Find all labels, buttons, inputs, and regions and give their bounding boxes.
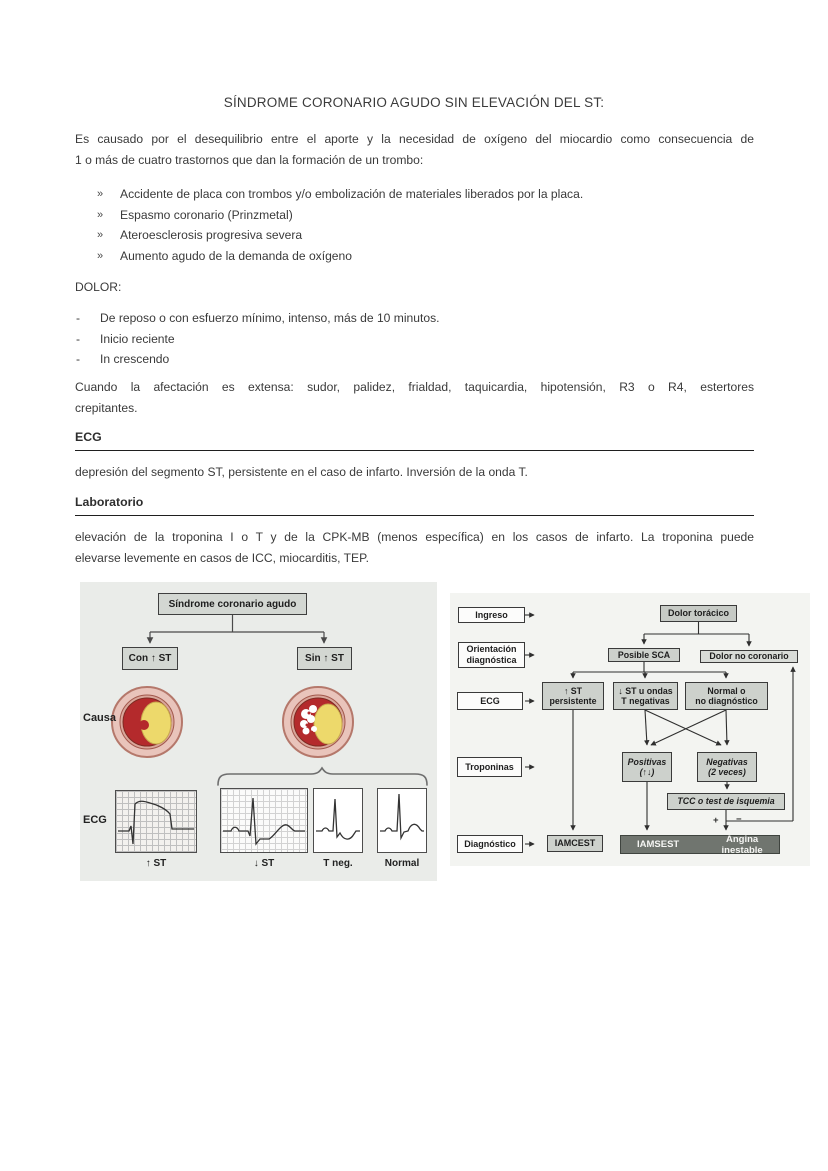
list-item-text: Ateroesclerosis progresiva severa	[120, 228, 303, 243]
laboratorio-paragraph: elevación de la troponina I o T y de la …	[75, 527, 754, 568]
node-troponinas-positivas: Positivas (↑↓)	[622, 752, 672, 782]
intro-paragraph: Es causado por el desequilibrio entre el…	[75, 129, 754, 170]
node-iamcest: IAMCEST	[547, 835, 603, 852]
node-dolor-no-coronario: Dolor no coronario	[700, 650, 798, 663]
afectacion-line-1: Cuando la afectación es extensa: sudor, …	[75, 380, 754, 394]
node-con-st: Con ↑ ST	[122, 647, 178, 670]
list-item: » Aumento agudo de la demanda de oxígeno	[75, 246, 754, 267]
ecg-strip-t-negative	[313, 788, 363, 853]
figure-right-connectors	[525, 612, 796, 847]
page-title: SÍNDROME CORONARIO AGUDO SIN ELEVACIÓN D…	[223, 95, 605, 110]
artery-cross-section-left	[111, 686, 183, 758]
figure-sca-classification: Síndrome coronario agudo Con ↑ ST Sin ↑ …	[80, 582, 437, 881]
node-iamsest-angina: IAMSEST Angina inestable	[620, 833, 780, 856]
node-sin-st: Sin ↑ ST	[297, 647, 352, 670]
ecg-strip-label: T neg.	[323, 858, 353, 869]
node-posible-sca: Posible SCA	[608, 648, 680, 662]
ecg-strip-normal	[377, 788, 427, 853]
list-item-text: Inicio reciente	[100, 331, 175, 346]
ecg-heading-text: ECG	[75, 430, 102, 444]
brace	[217, 766, 428, 786]
node-st-persistente: ↑ ST persistente	[542, 682, 604, 710]
laboratorio-line-1: elevación de la troponina I o T y de la …	[75, 530, 754, 544]
list-item-text: Aumento agudo de la demanda de oxígeno	[120, 248, 352, 263]
laboratorio-section-heading: Laboratorio	[75, 494, 754, 516]
list-item: - In crescendo	[75, 349, 754, 370]
intro-line-2: 1 o más de cuatro trastornos que dan la …	[75, 152, 424, 167]
node-troponinas-negativas: Negativas (2 veces)	[697, 752, 757, 782]
list-item-text: Espasmo coronario (Prinzmetal)	[120, 207, 293, 222]
intro-line-1: Es causado por el desequilibrio entre el…	[75, 132, 754, 146]
cause-bullet-list: » Accidente de placa con trombos y/o embo…	[75, 184, 754, 266]
node-sindrome-coronario-agudo: Síndrome coronario agudo	[158, 593, 307, 615]
ecg-waveform	[223, 797, 305, 846]
list-item: - Inicio reciente	[75, 329, 754, 350]
dash-marker-icon: -	[76, 352, 81, 367]
algorithm-connector-lines	[525, 612, 796, 847]
dash-marker-icon: -	[76, 331, 81, 346]
laboratorio-heading-text: Laboratorio	[75, 495, 144, 509]
artery-cross-section-right	[282, 686, 354, 758]
ecg-paragraph: depresión del segmento ST, persistente e…	[75, 465, 528, 479]
afectacion-paragraph: Cuando la afectación es extensa: sudor, …	[75, 377, 754, 418]
row-label-ingreso: Ingreso	[458, 607, 525, 623]
ecg-strip-label: ↑ ST	[145, 858, 167, 869]
ecg-strip-label: Normal	[384, 858, 420, 869]
bullet-marker-icon: »	[97, 208, 104, 221]
ecg-strip-label: ↓ ST	[253, 858, 275, 869]
ecg-waveform	[118, 800, 194, 845]
tree-connector-lines	[146, 615, 328, 644]
ecg-row-label: ECG	[83, 814, 107, 826]
row-label-troponinas: Troponinas	[457, 757, 522, 777]
list-item: - De reposo o con esfuerzo mínimo, intens…	[75, 308, 754, 329]
row-label-orientacion-diagnostica: Orientación diagnóstica	[458, 642, 525, 668]
node-normal-no-diagnostico: Normal o no diagnóstico	[685, 682, 768, 710]
afectacion-line-2: crepitantes.	[75, 400, 138, 415]
row-label-diagnostico: Diagnóstico	[457, 835, 523, 853]
list-item-text: Accidente de placa con trombos y/o embol…	[120, 187, 584, 201]
bullet-marker-icon: »	[97, 229, 104, 242]
list-item: » Ateroesclerosis progresiva severa	[75, 225, 754, 246]
figure-left-connectors	[111, 615, 428, 786]
list-item-text: In crescendo	[100, 352, 170, 367]
node-st-ondas-t-negativas: ↓ ST u ondas T negativas	[613, 682, 678, 710]
laboratorio-line-2: elevarse levemente en casos de ICC, mioc…	[75, 550, 369, 565]
ecg-strip-st-elevation	[115, 790, 197, 853]
list-item: » Espasmo coronario (Prinzmetal)	[75, 205, 754, 226]
bullet-marker-icon: »	[97, 188, 104, 200]
list-item-text: De reposo o con esfuerzo mínimo, intenso…	[100, 311, 440, 325]
ecg-strip-st-depression	[220, 788, 308, 853]
figure-sca-algorithm: Ingreso Orientación diagnóstica ECG Trop…	[450, 593, 810, 866]
ecg-waveform	[316, 798, 360, 840]
dolor-heading: DOLOR:	[75, 280, 122, 294]
node-dolor-toracico: Dolor torácico	[660, 605, 737, 622]
node-angina-inestable-text: Angina inestable	[721, 833, 763, 856]
causa-row-label: Causa	[83, 712, 117, 724]
dash-marker-icon: -	[76, 311, 81, 325]
minus-sign: −	[736, 814, 742, 825]
node-tcc-test-isquemia: TCC o test de isquemia	[667, 793, 785, 810]
dolor-list: - De reposo o con esfuerzo mínimo, intens…	[75, 308, 754, 370]
ecg-section-heading: ECG	[75, 429, 754, 451]
node-iamsest-text: IAMSEST	[637, 839, 680, 850]
plus-sign: +	[713, 815, 719, 826]
list-item: » Accidente de placa con trombos y/o embo…	[75, 184, 754, 205]
bullet-marker-icon: »	[97, 249, 104, 262]
ecg-waveform	[380, 793, 424, 841]
row-label-ecg: ECG	[457, 692, 523, 710]
